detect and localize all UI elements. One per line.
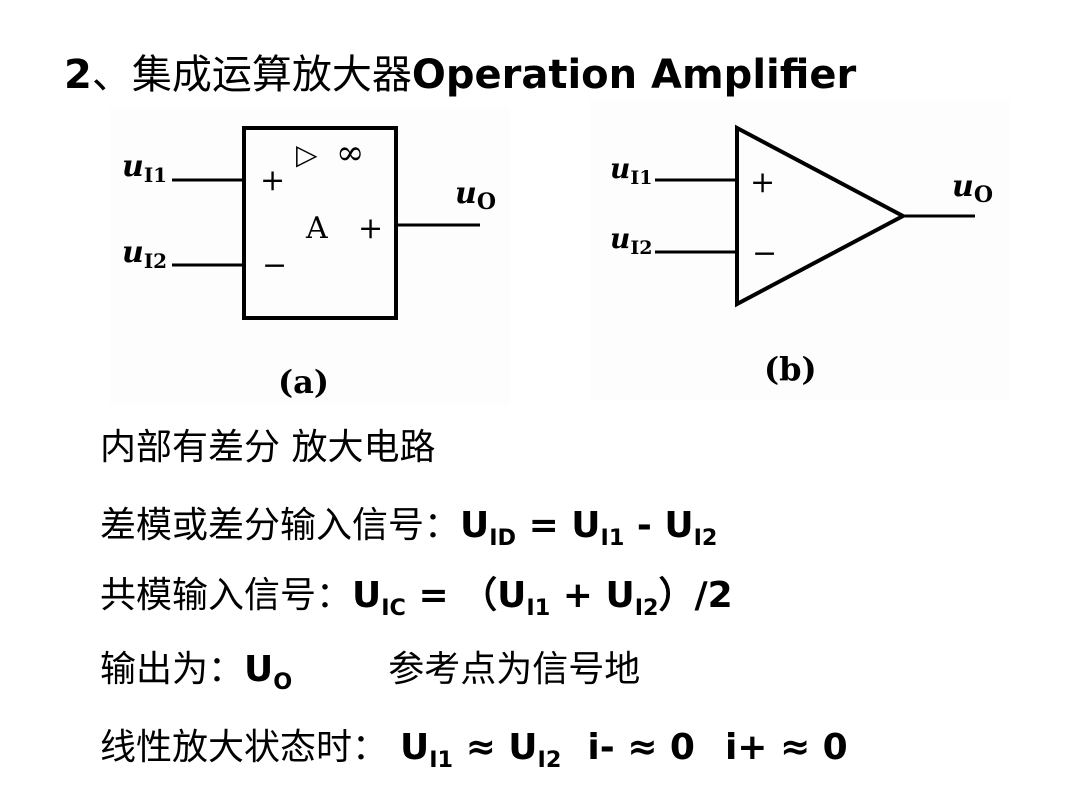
line4-reference: 参考点为信号地: [388, 649, 641, 690]
opamp-rect-symbol: uI1 uI2 uO + − ▷ ∞ A + (a): [122, 126, 496, 401]
line3-formula: UIC = （UI1 + UI2）/2: [352, 575, 733, 621]
caption-a: (a): [278, 363, 329, 401]
output-label: uO: [455, 176, 496, 215]
input2-label: uI2: [610, 222, 652, 259]
opamp-box: [242, 126, 398, 320]
line3-label: 共模输入信号：: [100, 575, 353, 616]
plus-sign: +: [750, 165, 775, 200]
slide-title: 2、集成运算放大器Operation Amplifier: [64, 42, 856, 100]
line5-label: 线性放大状态时：: [100, 727, 389, 768]
figure-b: uI1 uI2 uO + − (b): [590, 100, 1010, 400]
line2-label: 差模或差分输入信号：: [100, 505, 461, 546]
line4-label: 输出为：: [100, 649, 245, 690]
input2-label: uI2: [122, 235, 167, 273]
triangle-symbol: ▷: [296, 138, 318, 171]
output-plus-sign: +: [358, 211, 383, 246]
infinity-symbol: ∞: [336, 133, 364, 173]
line2-formula: UID = UI1 - UI2: [460, 505, 718, 551]
caption-b: (b): [764, 350, 817, 388]
output-label: uO: [952, 169, 993, 208]
input1-label: uI1: [122, 149, 167, 187]
title-chinese: 、集成运算放大器: [91, 52, 412, 98]
text-line-1: 内部有差分 放大电路: [100, 427, 436, 468]
minus-sign: −: [262, 248, 287, 283]
opamp-triangle: [735, 124, 908, 308]
line4-formula: UO: [244, 649, 293, 695]
plus-sign: +: [260, 163, 285, 198]
opamp-triangle-symbol: uI1 uI2 uO + − (b): [610, 124, 993, 388]
text-line-4: 输出为：UO 参考点为信号地: [100, 640, 641, 695]
title-english: Operation Amplifier: [411, 52, 857, 98]
gain-label: A: [305, 211, 328, 246]
input1-label: uI1: [610, 152, 652, 189]
text-line-2: 差模或差分输入信号：UID = UI1 - UI2: [100, 496, 718, 551]
minus-sign: −: [752, 236, 777, 271]
figure-a: uI1 uI2 uO + − ▷ ∞ A + (a): [110, 108, 510, 404]
text-line-3: 共模输入信号：UIC = （UI1 + UI2）/2: [100, 566, 733, 621]
title-number: 2: [64, 52, 92, 98]
